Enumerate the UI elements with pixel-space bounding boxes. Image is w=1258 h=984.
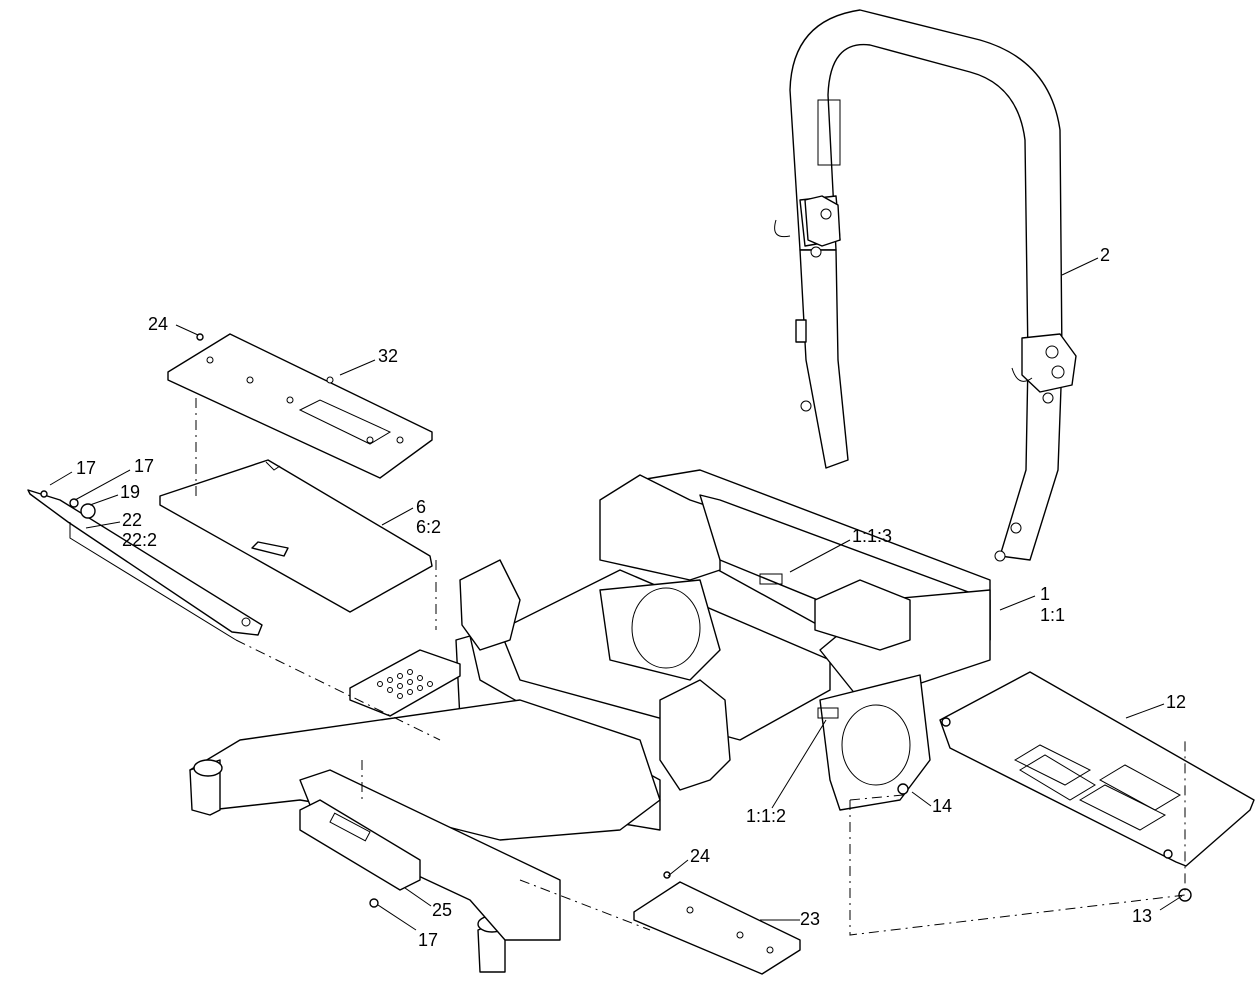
callout-12: 12 <box>1166 692 1186 712</box>
callout-17-left: 17 <box>76 458 96 478</box>
right-pan-12 <box>939 671 1255 867</box>
callout-1: 1 <box>1040 584 1050 604</box>
callout-1-1: 1:1 <box>1040 605 1065 625</box>
callout-labels: 2 24 32 17 17 19 22 22:2 6 6:2 1:1:3 1 1… <box>76 245 1186 950</box>
callout-6: 6 <box>416 497 426 517</box>
roll-bar <box>774 9 1077 562</box>
callout-19: 19 <box>120 482 140 502</box>
left-trim-rail <box>27 489 263 641</box>
callout-1-1-2: 1:1:2 <box>746 806 786 826</box>
foot-plate-32 <box>167 333 433 479</box>
leader-lines <box>49 257 1183 931</box>
callout-22: 22 <box>122 510 142 530</box>
callout-32: 32 <box>378 346 398 366</box>
callout-1-1-3: 1:1:3 <box>852 526 892 546</box>
step-plate-23 <box>633 881 801 975</box>
callout-17-mid: 17 <box>134 456 154 476</box>
screw-24-top <box>196 333 204 341</box>
callout-6-2: 6:2 <box>416 517 441 537</box>
bolt-14 <box>897 783 909 795</box>
main-frame <box>189 469 991 973</box>
callout-22-2: 22:2 <box>122 530 157 550</box>
pad-holes <box>377 669 433 699</box>
callout-14: 14 <box>932 796 952 816</box>
callout-2: 2 <box>1100 245 1110 265</box>
callout-13: 13 <box>1132 906 1152 926</box>
cover-plate-6 <box>159 459 433 613</box>
callout-24-bottom: 24 <box>690 846 710 866</box>
callout-17-bottom: 17 <box>418 930 438 950</box>
callout-25: 25 <box>432 900 452 920</box>
callout-24-top: 24 <box>148 314 168 334</box>
callout-23: 23 <box>800 909 820 929</box>
